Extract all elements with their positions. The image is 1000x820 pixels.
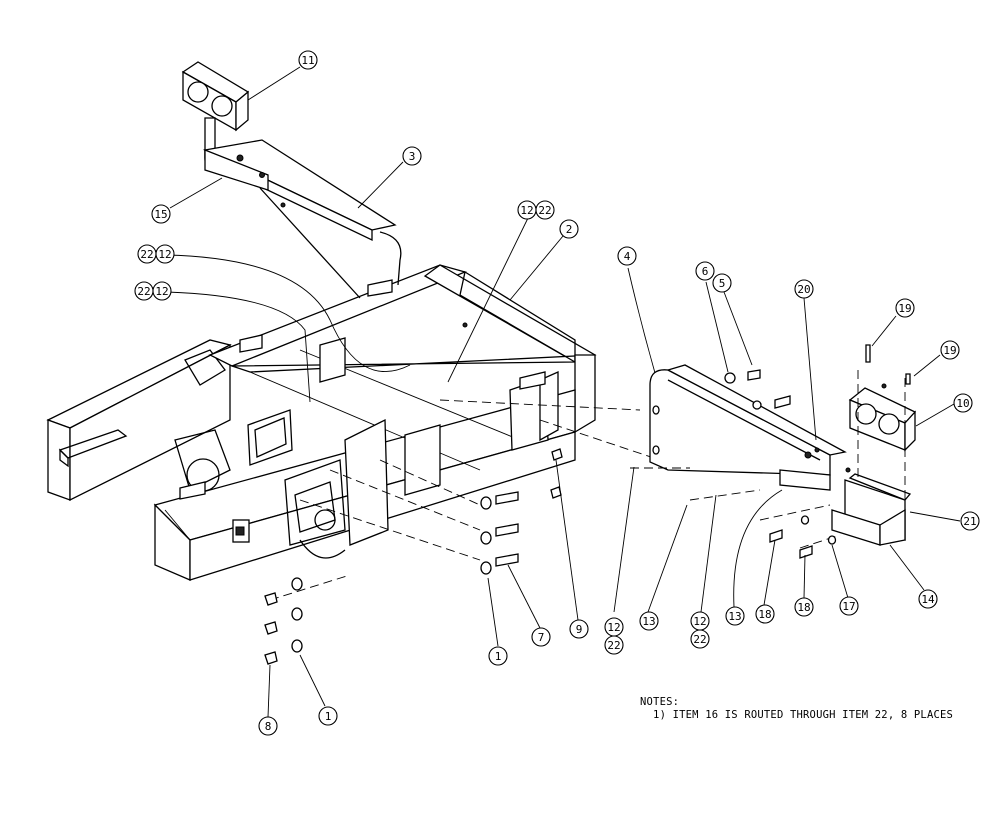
- callout-label: 1: [495, 650, 502, 663]
- callout-13: 13: [639, 611, 659, 631]
- callout-label: 19: [898, 302, 911, 315]
- callout-label: 12: [693, 615, 706, 628]
- callout-6: 6: [695, 261, 715, 281]
- callout-label: 14: [921, 593, 935, 606]
- callout-label: 19: [943, 344, 956, 357]
- callout-18: 18: [794, 597, 814, 617]
- callout-label: 2: [566, 223, 573, 236]
- callout-12: 12: [517, 200, 537, 220]
- callout-21: 21: [960, 511, 980, 531]
- callout-2: 2: [559, 219, 579, 239]
- light-arm-assembly: [181, 61, 402, 299]
- callout-22: 22: [690, 629, 710, 649]
- callout-label: 9: [576, 623, 583, 636]
- callout-22: 22: [137, 244, 157, 264]
- callout-9: 9: [569, 619, 589, 639]
- main-frame: [46, 264, 597, 581]
- callout-label: 12: [520, 204, 533, 217]
- callout-label: 6: [702, 265, 709, 278]
- callout-12: 12: [690, 611, 710, 631]
- callout-label: 20: [797, 283, 810, 296]
- callout-12: 12: [155, 244, 175, 264]
- callout-label: 12: [607, 621, 620, 634]
- callout-label: 11: [301, 54, 314, 67]
- mud-flap-bracket: [630, 364, 847, 501]
- callout-label: 21: [963, 515, 976, 528]
- callout-3: 3: [402, 146, 422, 166]
- callout-label: 13: [642, 615, 655, 628]
- callout-11: 11: [298, 50, 318, 70]
- callout-label: 22: [137, 285, 150, 298]
- callout-4: 4: [617, 246, 637, 266]
- callout-label: 18: [797, 601, 810, 614]
- callout-label: 15: [154, 208, 167, 221]
- callout-17: 17: [839, 596, 859, 616]
- callout-12: 12: [152, 281, 172, 301]
- callout-label: 1: [325, 710, 332, 723]
- callout-22: 22: [604, 635, 624, 655]
- callout-10: 10: [953, 393, 973, 413]
- callout-20: 20: [794, 279, 814, 299]
- right-lamp-assembly: [759, 344, 917, 559]
- notes-heading: NOTES:: [640, 696, 680, 708]
- callout-label: 13: [728, 610, 741, 623]
- callout-label: 7: [538, 631, 545, 644]
- callout-label: 4: [624, 250, 631, 263]
- callout-15: 15: [151, 204, 171, 224]
- callout-1: 1: [318, 706, 338, 726]
- callout-12: 12: [604, 617, 624, 637]
- callout-22: 22: [535, 200, 555, 220]
- callout-18: 18: [755, 604, 775, 624]
- left-hardware: [264, 399, 661, 665]
- callout-7: 7: [531, 627, 551, 647]
- callout-label: 22: [693, 633, 706, 646]
- notes-line-1: 1) ITEM 16 IS ROUTED THROUGH ITEM 22, 8 …: [640, 709, 954, 721]
- callout-label: 22: [607, 639, 620, 652]
- callout-8: 8: [258, 716, 278, 736]
- callout-13: 13: [725, 606, 745, 626]
- callout-label: 22: [538, 204, 551, 217]
- leader-lines: [165, 66, 961, 718]
- callout-label: 17: [842, 600, 855, 613]
- callout-label: 10: [956, 397, 969, 410]
- callout-5: 5: [712, 273, 732, 293]
- callout-label: 8: [265, 720, 272, 733]
- callout-19: 19: [940, 340, 960, 360]
- callout-22: 22: [134, 281, 154, 301]
- callout-14: 14: [918, 589, 938, 609]
- callout-label: 12: [155, 285, 168, 298]
- callout-label: 5: [719, 277, 726, 290]
- callout-1: 1: [488, 646, 508, 666]
- callout-label: 3: [409, 150, 416, 163]
- callout-label: 18: [758, 608, 771, 621]
- callout-label: 12: [158, 248, 171, 261]
- callout-label: 22: [140, 248, 153, 261]
- notes-block: NOTES: 1) ITEM 16 IS ROUTED THROUGH ITEM…: [640, 696, 953, 722]
- callout-19: 19: [895, 298, 915, 318]
